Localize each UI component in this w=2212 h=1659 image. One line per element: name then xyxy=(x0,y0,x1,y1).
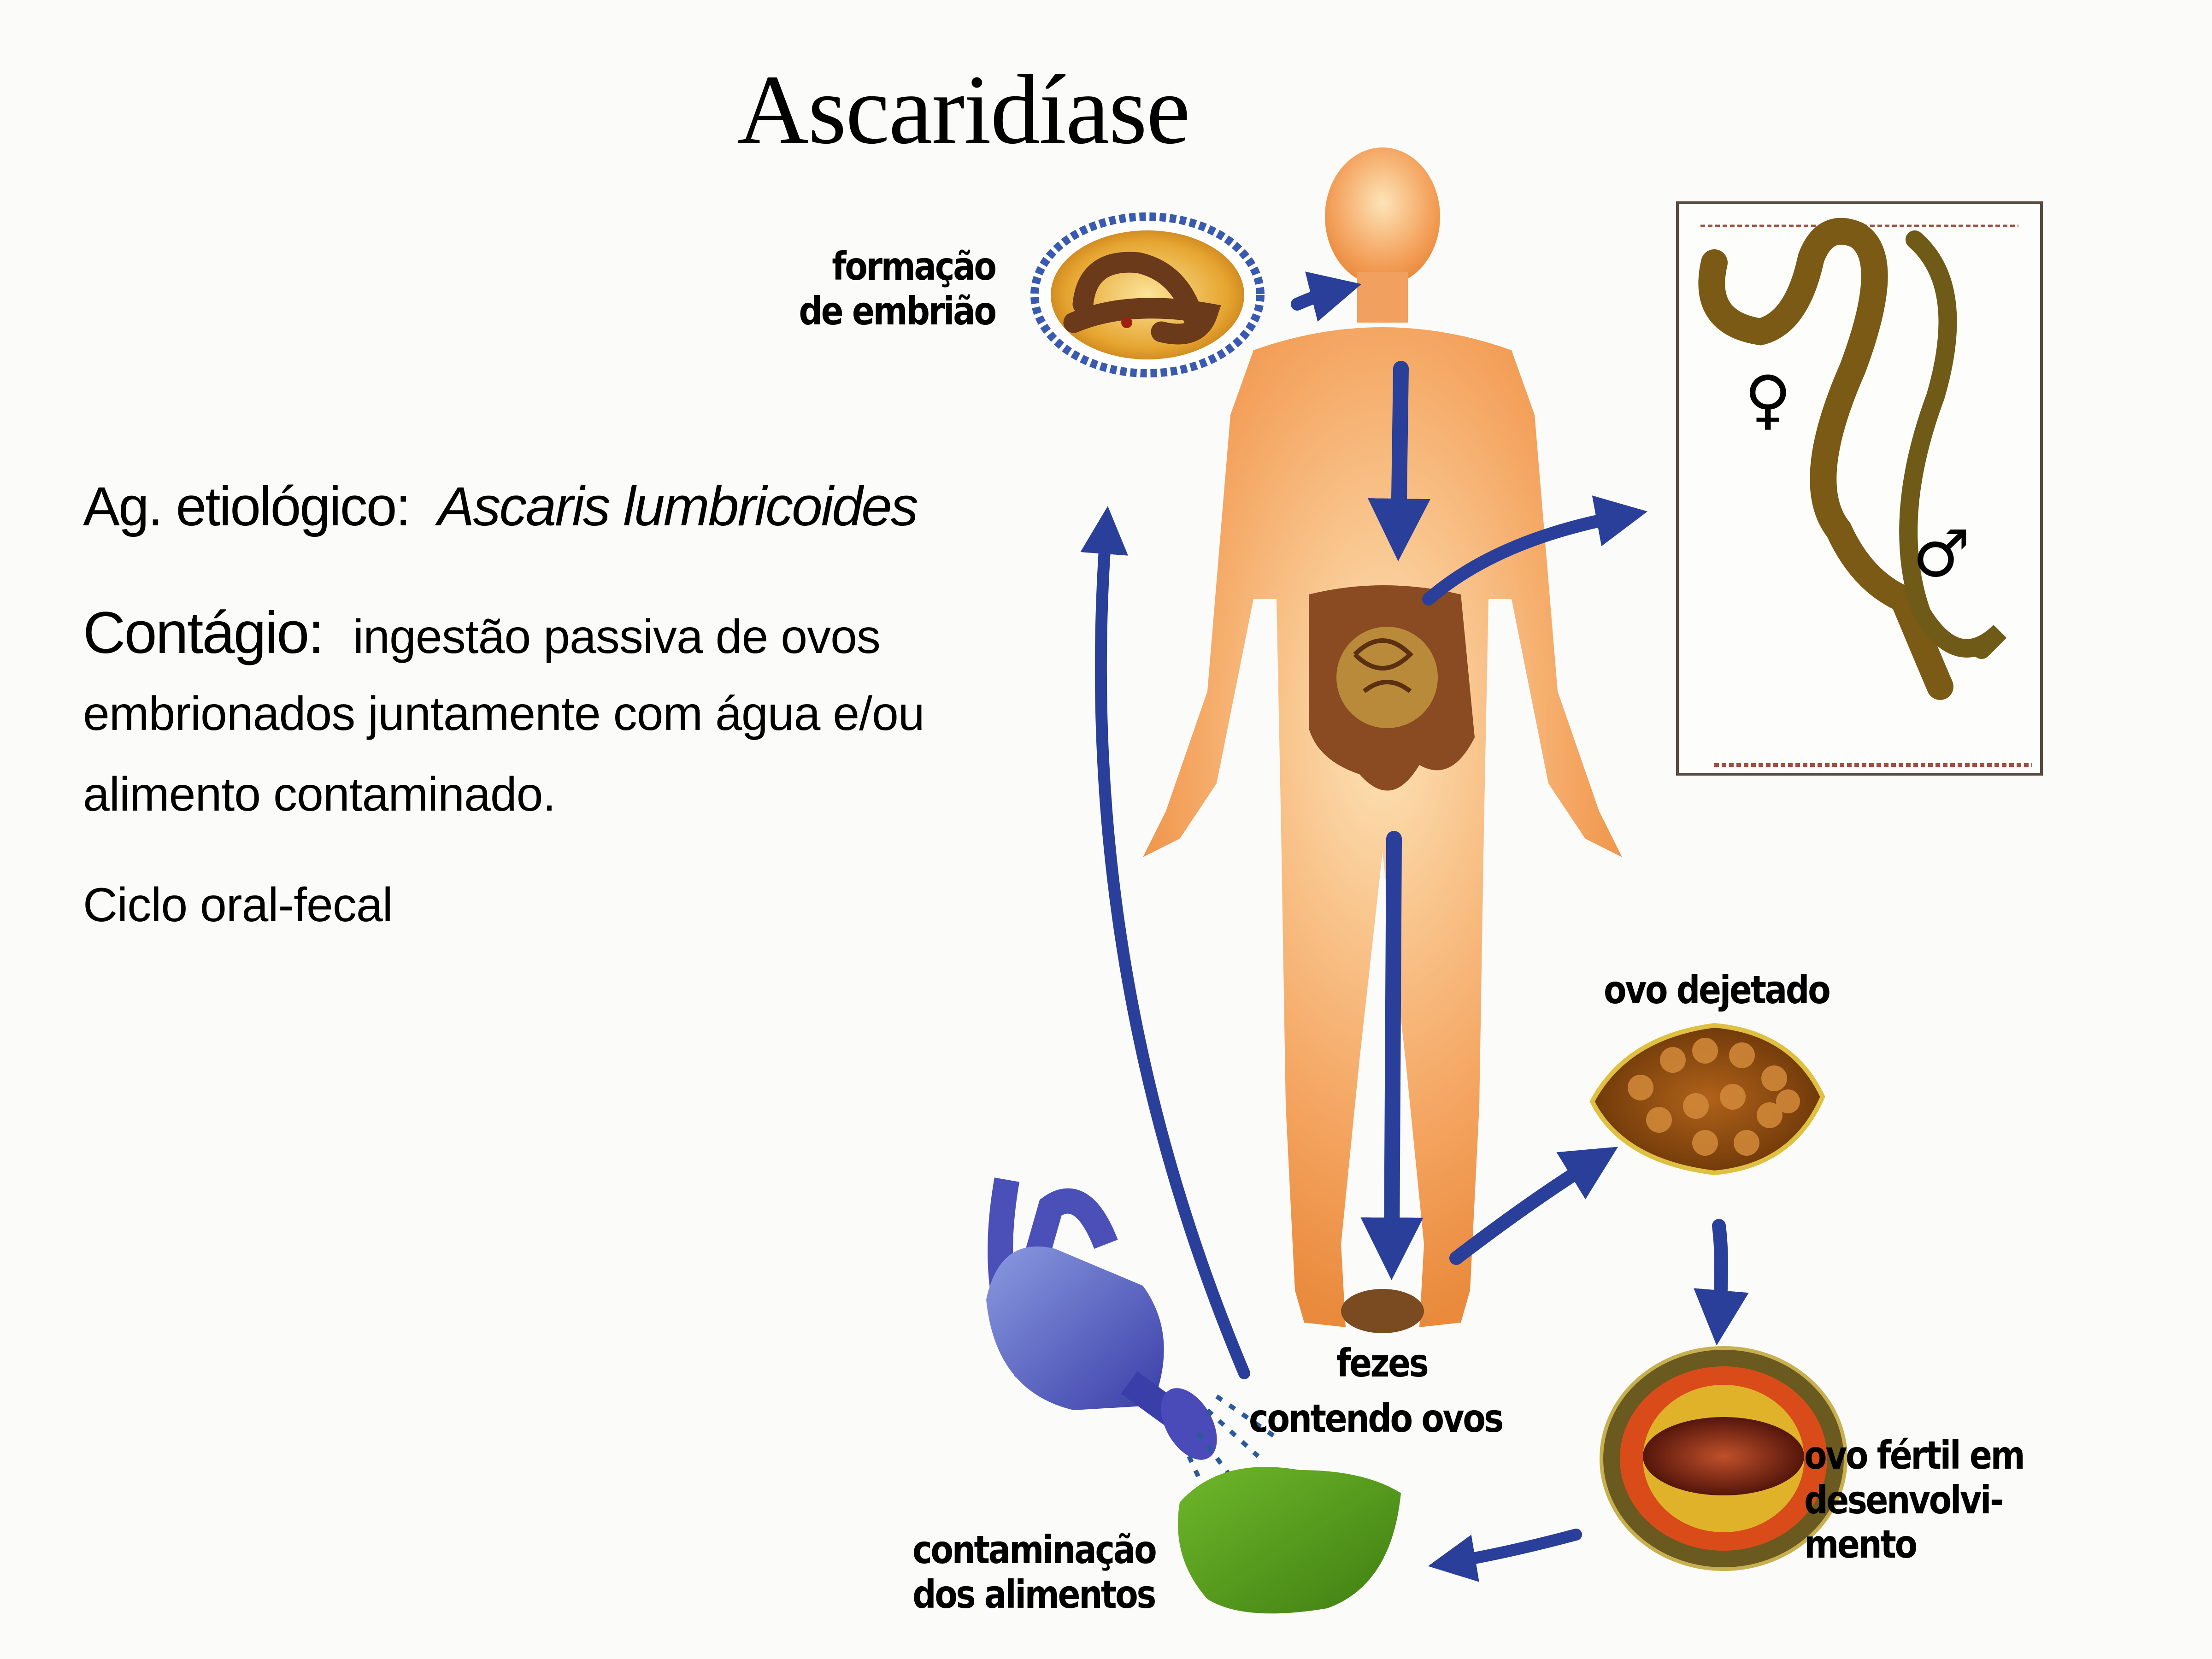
contagion-line-1: ingestão passiva de ovos xyxy=(353,610,881,664)
etiologic-agent-value: Ascaris lumbricoides xyxy=(437,476,918,537)
cycle-type: Ciclo oral-fecal xyxy=(83,878,393,932)
arrow-egg-to-food xyxy=(1428,1529,1582,1582)
contagion-label: Contágio: xyxy=(83,600,324,666)
arrow-feces-to-egg xyxy=(1449,1147,1618,1265)
arrow-food-to-mouth xyxy=(1080,506,1250,1379)
male-symbol-icon: ♂ xyxy=(1912,517,1971,592)
contagion-line-2: embrionados juntamente com água e/ou xyxy=(83,687,925,741)
embryo-egg-illustration xyxy=(1030,212,1265,377)
arrow-intestine-to-worms xyxy=(1422,495,1648,606)
male-worm-icon xyxy=(1899,230,2007,659)
contagion-line-3: alimento contaminado. xyxy=(83,768,556,821)
arrow-ingestion xyxy=(1367,361,1430,561)
laid-egg-illustration xyxy=(1589,1023,1825,1176)
watering-can-icon xyxy=(986,1177,1278,1518)
label-food-line-2: dos alimentos xyxy=(912,1571,1156,1617)
arrow-egg-development xyxy=(1694,1219,1749,1346)
label-egg-laid: ovo dejetado xyxy=(1604,967,1831,1012)
label-egg-developing: ovo fértil em desenvolvi- mento xyxy=(1804,1433,2025,1567)
human-body-illustration xyxy=(1143,147,1622,1327)
arrow-to-feces xyxy=(1360,831,1424,1280)
page-title: Ascaridíase xyxy=(737,54,1190,165)
feces-icon xyxy=(1341,1289,1424,1333)
label-feces-line-2: contendo ovos xyxy=(1249,1396,1504,1441)
arrow-embryo-to-body xyxy=(1291,271,1362,322)
female-worm-icon xyxy=(1698,218,1953,700)
label-food-contamination: contaminação dos alimentos xyxy=(912,1527,1157,1617)
developing-egg-illustration xyxy=(1600,1346,1847,1571)
label-embryo-line-1: formação xyxy=(832,244,997,289)
label-embryo: formação de embrião xyxy=(799,244,997,334)
label-feces-line-1: fezes xyxy=(1336,1341,1429,1386)
label-food-line-1: contaminação xyxy=(912,1527,1157,1572)
cycle-arrows xyxy=(1080,271,1749,1582)
food-lettuce-icon xyxy=(1178,1467,1401,1614)
etiologic-agent: Ag. etiológico: Ascaris lumbricoides xyxy=(83,475,918,538)
label-egg-developing-line-3: mento xyxy=(1804,1522,1918,1567)
label-egg-developing-line-1: ovo fértil em xyxy=(1804,1433,2025,1478)
label-embryo-line-2: de embrião xyxy=(799,288,997,334)
etiologic-agent-label: Ag. etiológico: xyxy=(83,476,411,537)
contagion-heading: Contágio: ingestão passiva de ovos xyxy=(83,599,881,667)
label-egg-developing-line-2: desenvolvi- xyxy=(1804,1477,2004,1523)
adult-worms-panel xyxy=(1676,201,2043,776)
intestine-icon xyxy=(1309,585,1475,791)
female-symbol-icon: ♀ xyxy=(1744,362,1792,437)
